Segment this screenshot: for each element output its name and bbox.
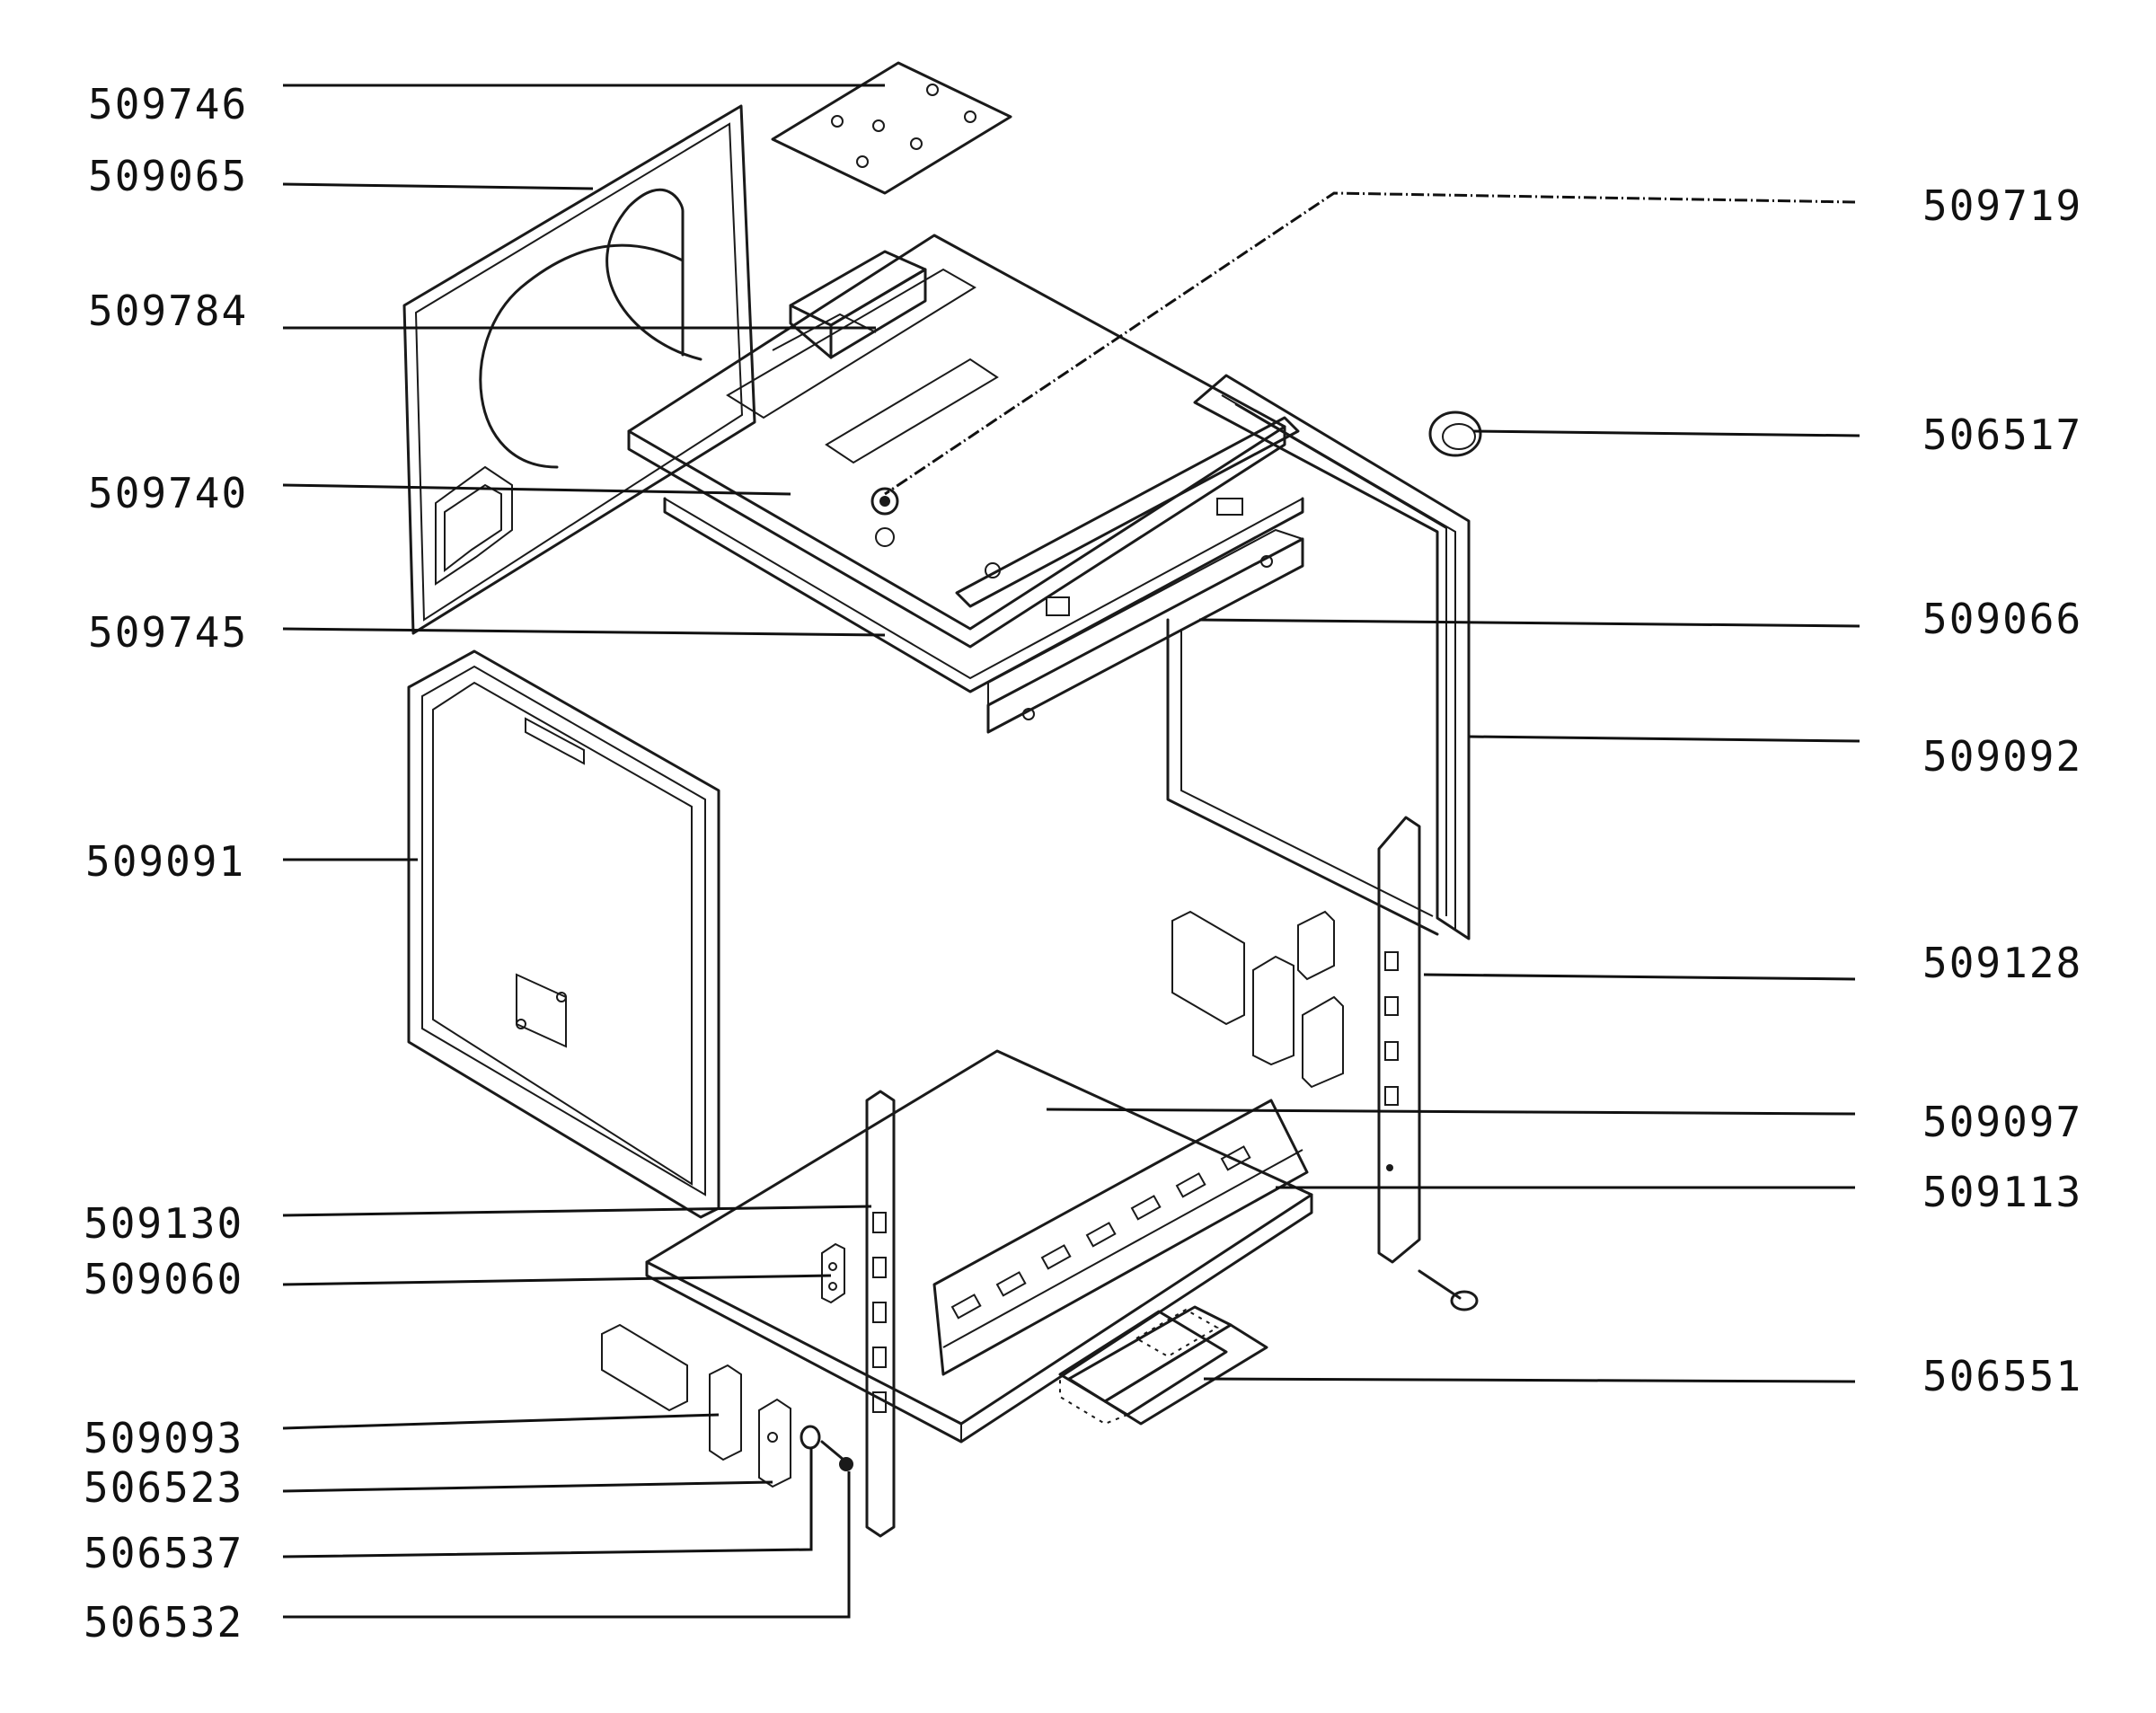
leader-509093 bbox=[282, 1413, 720, 1430]
leader-509740 bbox=[282, 483, 791, 496]
label-509740: 509740 bbox=[88, 469, 248, 517]
part-509065-back-panel bbox=[402, 104, 756, 635]
part-509784-bracket bbox=[772, 250, 927, 359]
part-509128-vertical-post bbox=[1377, 816, 1421, 1264]
leader-509128 bbox=[1423, 973, 1856, 981]
label-506517: 506517 bbox=[1922, 411, 2082, 459]
part-506551-perforated-board bbox=[1058, 1308, 1228, 1426]
part-labels: 509746 509065 509784 509740 509745 50909… bbox=[84, 80, 2082, 1647]
label-509097: 509097 bbox=[1922, 1098, 2082, 1146]
part-506532-screw bbox=[820, 1440, 853, 1471]
leader-506532 bbox=[283, 1471, 851, 1619]
leader-509097 bbox=[1046, 1108, 1856, 1116]
part-509097-bottom-tray bbox=[645, 1049, 1313, 1444]
label-509091: 509091 bbox=[85, 837, 245, 886]
part-509060-bracket bbox=[821, 1242, 845, 1304]
label-509093: 509093 bbox=[84, 1414, 243, 1462]
leader-506517 bbox=[1472, 429, 1860, 437]
label-509065: 509065 bbox=[88, 152, 248, 200]
part-screw-upper-right bbox=[1418, 1269, 1479, 1311]
label-509113: 509113 bbox=[1922, 1168, 2082, 1216]
label-509066: 509066 bbox=[1922, 595, 2082, 643]
part-509130-vertical-post bbox=[865, 1090, 896, 1538]
part-509719-clip-strip bbox=[955, 416, 1300, 616]
label-506551: 506551 bbox=[1922, 1352, 2082, 1400]
label-509746: 509746 bbox=[88, 80, 248, 128]
part-509740-top-cover bbox=[627, 234, 1286, 649]
label-509745: 509745 bbox=[88, 608, 248, 657]
part-506523-latch bbox=[758, 1398, 791, 1488]
leader-509745 bbox=[282, 627, 886, 637]
leader-509065 bbox=[282, 182, 594, 190]
label-506537: 506537 bbox=[84, 1529, 243, 1577]
leader-509130 bbox=[282, 1205, 872, 1217]
leader-506537 bbox=[282, 1448, 813, 1558]
leader-lines bbox=[282, 84, 1860, 1619]
leader-509066 bbox=[1198, 618, 1860, 628]
part-509745-lower-plate bbox=[663, 497, 1304, 693]
part-509113-front-rail bbox=[932, 1099, 1309, 1376]
leader-509719 bbox=[884, 191, 1856, 496]
label-509092: 509092 bbox=[1922, 732, 2082, 781]
part-509066-rail bbox=[986, 528, 1304, 734]
label-509719: 509719 bbox=[1922, 181, 2082, 230]
leader-506551 bbox=[1203, 1377, 1856, 1383]
part-509746-top-plate bbox=[771, 61, 1012, 195]
leader-509092 bbox=[1468, 735, 1860, 743]
part-506537-washer bbox=[800, 1425, 821, 1450]
part-509092-right-panel bbox=[1166, 374, 1471, 940]
part-hinge-upper-right bbox=[1171, 910, 1344, 1089]
leader-509060 bbox=[282, 1274, 832, 1286]
label-506532: 506532 bbox=[84, 1598, 243, 1647]
part-509091-left-panel bbox=[407, 649, 720, 1219]
label-506523: 506523 bbox=[84, 1463, 243, 1512]
label-509130: 509130 bbox=[84, 1199, 243, 1248]
label-509128: 509128 bbox=[1922, 939, 2082, 987]
label-509060: 509060 bbox=[84, 1255, 243, 1303]
part-509093-hinge bbox=[601, 1323, 742, 1461]
label-509784: 509784 bbox=[88, 287, 248, 335]
leader-506523 bbox=[282, 1480, 773, 1493]
part-506517-cap bbox=[1428, 411, 1482, 457]
